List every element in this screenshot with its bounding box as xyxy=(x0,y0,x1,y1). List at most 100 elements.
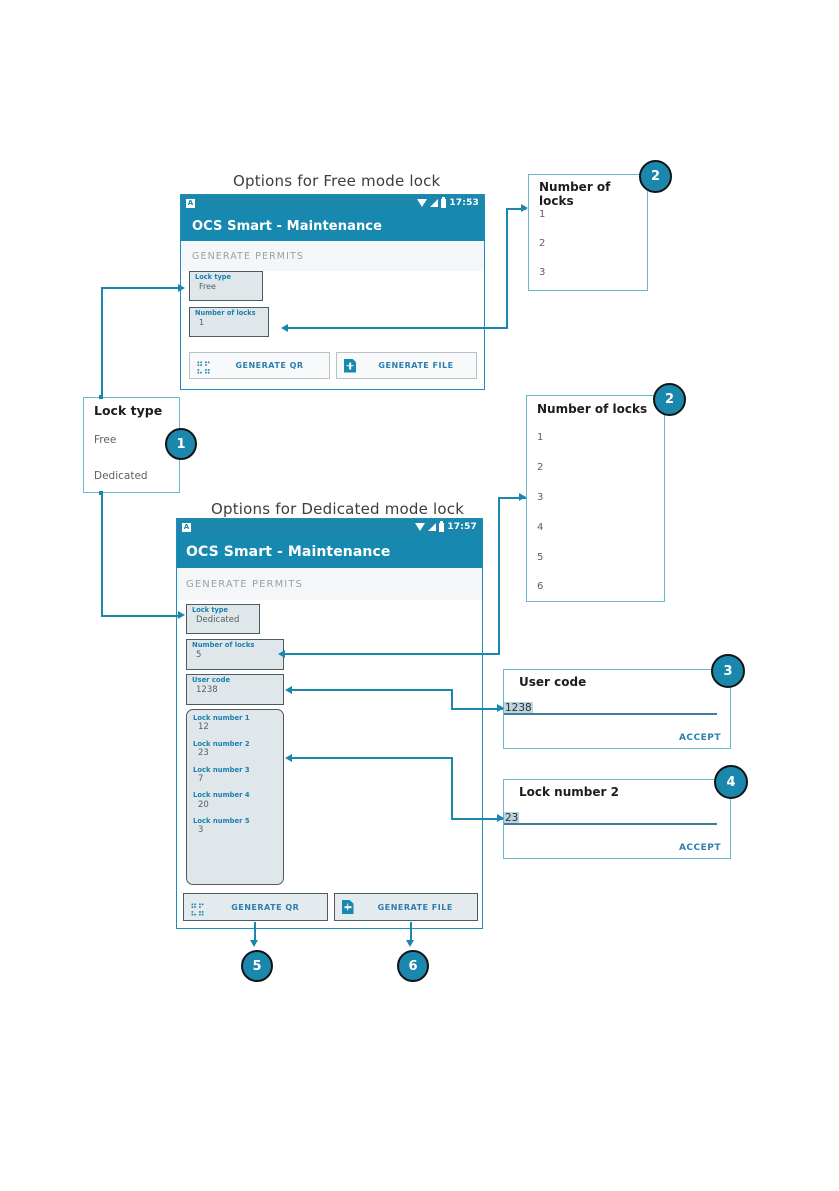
field-value: 1 xyxy=(199,317,205,327)
dialog-lock-type[interactable]: Lock type Free Dedicated xyxy=(83,397,180,493)
option-dedicated[interactable]: Dedicated xyxy=(94,470,148,482)
arrowhead-usercode-dialog xyxy=(497,704,504,712)
list-item[interactable]: Lock number 2 23 xyxy=(193,740,277,759)
lock-number-input[interactable]: 23 xyxy=(504,806,712,825)
badge-2-free: 2 xyxy=(639,160,672,193)
field-value: Free xyxy=(199,281,216,291)
battery-icon xyxy=(441,196,447,208)
connector-genfile-v xyxy=(410,922,412,944)
generate-file-button[interactable]: GENERATE FILE xyxy=(333,893,478,921)
option-2[interactable]: 2 xyxy=(539,238,546,249)
user-code-input[interactable]: 1238 xyxy=(504,696,712,715)
generate-file-label: GENERATE FILE xyxy=(378,361,454,370)
phone-mock-dedicated-mode: A 17:57 OCS Smart - Maintenance GENERATE… xyxy=(176,518,483,929)
generate-button-bar-free: GENERATE QR GENERATE FILE xyxy=(189,352,477,379)
app-title: OCS Smart - Maintenance xyxy=(192,218,383,234)
dialog-user-code[interactable]: User code 1238 ACCEPT xyxy=(503,669,731,749)
generate-qr-button[interactable]: GENERATE QR xyxy=(189,352,330,379)
lock-number-label: Lock number 1 xyxy=(193,714,250,722)
option-4[interactable]: 4 xyxy=(537,522,544,533)
badge-6: 6 xyxy=(397,950,429,982)
wifi-icon xyxy=(415,523,426,531)
generate-file-label: GENERATE FILE xyxy=(377,902,453,912)
lock-number-list[interactable]: Lock number 1 12 Lock number 2 23 Lock n… xyxy=(186,709,284,885)
connector-dot xyxy=(99,395,103,399)
user-code-input-value: 1238 xyxy=(504,702,533,714)
field-label: Lock type xyxy=(192,606,228,614)
dialog-number-of-locks-free[interactable]: Number of locks 1 2 3 xyxy=(528,174,648,291)
signal-icon xyxy=(428,523,437,531)
lock-number-value: 3 xyxy=(198,825,204,836)
field-user-code[interactable]: User code 1238 xyxy=(186,674,284,705)
generate-qr-button[interactable]: GENERATE QR xyxy=(183,893,328,921)
arrowhead-numlocks-free-field xyxy=(281,324,288,332)
option-1[interactable]: 1 xyxy=(539,209,546,220)
list-item[interactable]: Lock number 1 12 xyxy=(193,714,277,733)
field-number-of-locks[interactable]: Number of locks 1 xyxy=(189,307,269,337)
connector-locknum2-h2 xyxy=(451,818,503,820)
list-item[interactable]: Lock number 5 3 xyxy=(193,817,277,836)
generate-button-bar-dedicated: GENERATE QR GENERATE FILE xyxy=(183,893,478,921)
field-value: 1238 xyxy=(196,684,218,695)
field-label: Number of locks xyxy=(192,641,255,649)
app-icon: A xyxy=(186,198,195,208)
wifi-icon xyxy=(417,199,428,207)
connector-genqr-v xyxy=(254,922,256,944)
connector-numlocks-free-v xyxy=(506,208,508,328)
option-5[interactable]: 5 xyxy=(537,552,544,563)
lock-number-value: 12 xyxy=(198,722,209,733)
badge-5: 5 xyxy=(241,950,273,982)
input-underline xyxy=(504,823,717,825)
field-label: Lock type xyxy=(195,273,231,281)
option-free[interactable]: Free xyxy=(94,434,117,446)
badge-2-dedicated: 2 xyxy=(653,383,686,416)
field-label: User code xyxy=(192,676,231,684)
lock-number-label: Lock number 3 xyxy=(193,765,250,774)
option-3[interactable]: 3 xyxy=(539,267,546,278)
connector-numlocks-ded-h xyxy=(285,653,500,655)
accept-button[interactable]: ACCEPT xyxy=(678,733,721,743)
status-bar-free: A 17:53 xyxy=(181,195,484,211)
arrowhead-locktype-free xyxy=(178,284,185,292)
generate-file-button[interactable]: GENERATE FILE xyxy=(336,352,477,379)
dialog-title: Number of locks xyxy=(539,180,611,208)
list-item[interactable]: Lock number 4 20 xyxy=(193,791,277,810)
section-header-generate-permits: GENERATE PERMITS xyxy=(181,241,484,271)
dialog-title: Number of locks xyxy=(537,402,648,416)
connector-locknum2-h1 xyxy=(292,757,452,759)
arrowhead-badge-6 xyxy=(406,940,414,947)
lock-number-value: 23 xyxy=(198,747,209,758)
accept-button[interactable]: ACCEPT xyxy=(678,843,721,853)
arrowhead-numlocks-free-dialog xyxy=(521,204,528,212)
option-1[interactable]: 1 xyxy=(537,432,544,443)
dialog-title: Lock number 2 xyxy=(519,785,619,799)
signal-icon xyxy=(430,199,439,207)
connector-numlocks-free-h2 xyxy=(506,208,526,210)
option-6[interactable]: 6 xyxy=(537,581,544,592)
badge-3: 3 xyxy=(711,654,745,688)
dialog-number-of-locks-dedicated[interactable]: Number of locks 1 2 3 4 5 6 xyxy=(526,395,665,602)
file-add-icon xyxy=(341,900,354,914)
option-3[interactable]: 3 xyxy=(537,492,544,503)
arrowhead-locknum2-dialog xyxy=(497,814,504,822)
badge-4: 4 xyxy=(714,765,748,799)
app-bar-dedicated: OCS Smart - Maintenance xyxy=(177,535,482,568)
generate-qr-label: GENERATE QR xyxy=(231,902,300,912)
field-lock-type[interactable]: Lock type Free xyxy=(189,271,263,301)
connector-locktype-down xyxy=(101,491,103,616)
list-item[interactable]: Lock number 3 7 xyxy=(193,766,277,785)
qr-code-icon xyxy=(191,901,204,915)
option-2[interactable]: 2 xyxy=(537,462,544,473)
phone-mock-free-mode: A 17:53 OCS Smart - Maintenance GENERATE… xyxy=(180,194,485,390)
status-time: 17:57 xyxy=(447,522,477,532)
dialog-lock-number-2[interactable]: Lock number 2 23 ACCEPT xyxy=(503,779,731,859)
connector-locktype-up xyxy=(101,287,103,399)
app-icon: A xyxy=(182,522,191,532)
app-bar-free: OCS Smart - Maintenance xyxy=(181,211,484,241)
connector-numlocks-ded-h2 xyxy=(498,497,526,499)
dialog-title: Lock type xyxy=(94,403,163,418)
connector-locknum2-v xyxy=(451,757,453,820)
field-lock-type[interactable]: Lock type Dedicated xyxy=(186,604,260,634)
arrowhead-badge-5 xyxy=(250,940,258,947)
field-number-of-locks[interactable]: Number of locks 5 xyxy=(186,639,284,670)
